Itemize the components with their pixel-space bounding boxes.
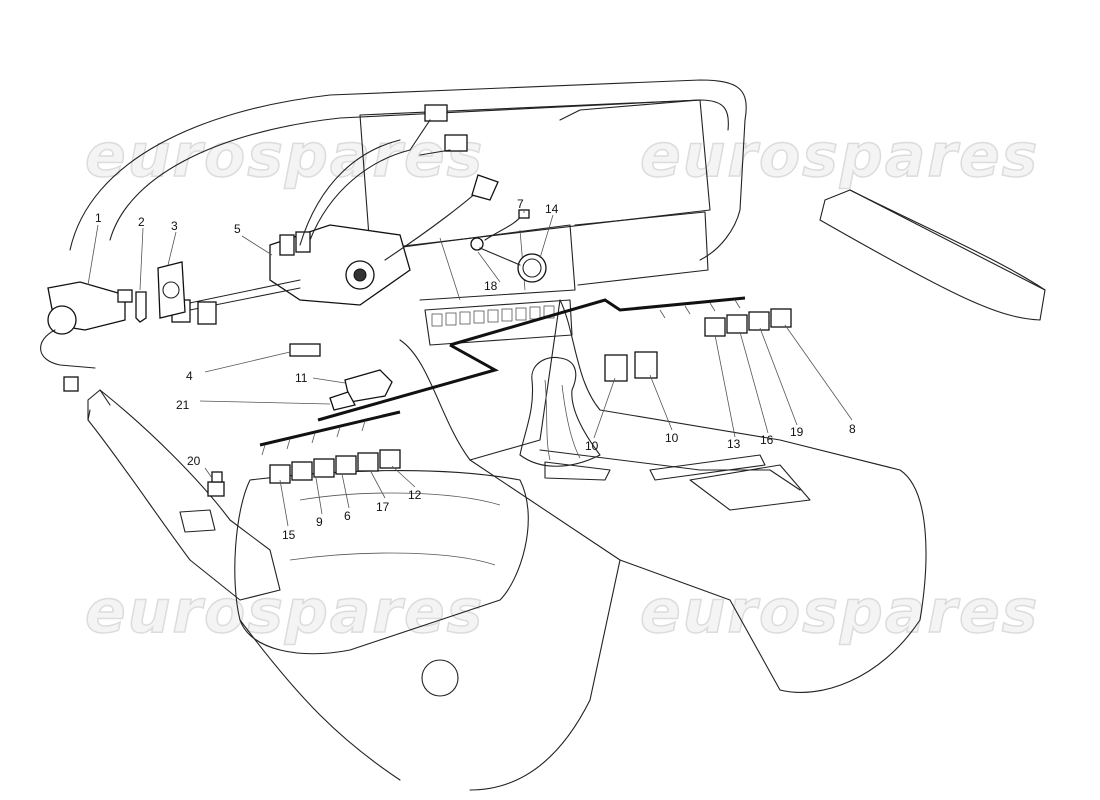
label-part-20: 20 — [187, 454, 201, 468]
watermark: eurospares — [85, 121, 484, 191]
leader-lines — [87, 210, 853, 527]
label-part-3: 3 — [171, 219, 178, 233]
label-part-4: 4 — [186, 369, 193, 383]
label-part-10: 10 — [585, 439, 599, 453]
ignition-lock — [40, 261, 186, 392]
label-part-12: 12 — [408, 488, 422, 502]
label-part-15: 15 — [282, 528, 296, 542]
label-part-21: 21 — [176, 398, 190, 412]
label-part-13: 13 — [727, 437, 741, 451]
label-part-7: 7 — [517, 197, 524, 211]
watermark: eurospares — [640, 577, 1039, 647]
label-part-14: 14 — [545, 202, 559, 216]
part-labels: 1 2 3 5 7 14 18 4 11 21 20 15 9 6 17 12 … — [95, 197, 856, 542]
label-part-11: 11 — [295, 371, 308, 385]
watermarks: eurospares eurospares eurospares eurospa… — [84, 120, 1039, 648]
small-parts — [207, 209, 792, 497]
label-part-5: 5 — [234, 222, 241, 236]
assembly-brackets — [259, 296, 746, 456]
dashboard-outline — [69, 79, 1046, 791]
label-part-8: 8 — [849, 422, 856, 436]
label-part-1: 1 — [95, 211, 102, 225]
label-part-10: 10 — [665, 431, 679, 445]
label-part-2: 2 — [138, 215, 145, 229]
label-part-17: 17 — [376, 500, 390, 514]
label-part-6: 6 — [344, 509, 351, 523]
label-part-9: 9 — [316, 515, 323, 529]
steering-column-switch — [171, 104, 499, 325]
label-part-16: 16 — [760, 433, 774, 447]
watermark: eurospares — [640, 121, 1039, 191]
label-part-19: 19 — [790, 425, 804, 439]
label-part-18: 18 — [484, 279, 498, 293]
watermark: eurospares — [85, 577, 484, 647]
